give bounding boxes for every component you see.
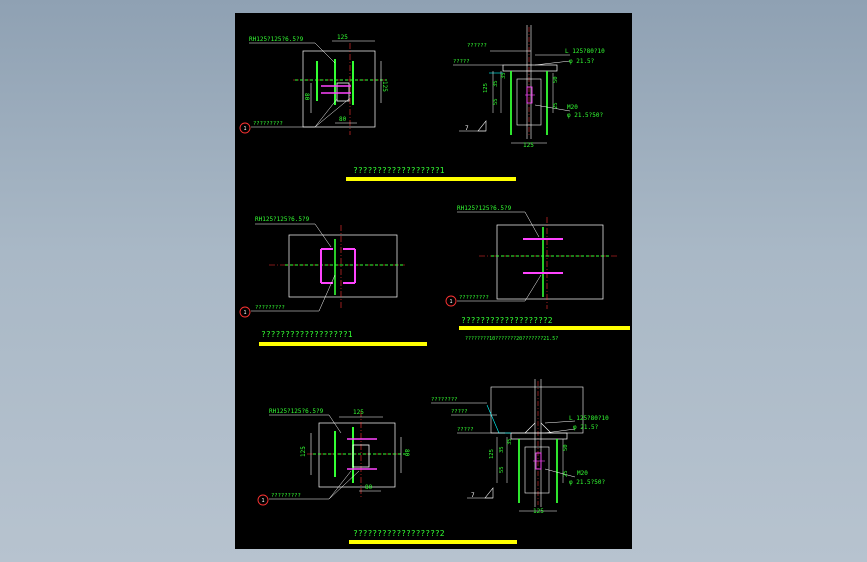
detail-4-callout-number: 1: [262, 498, 265, 504]
detail-1-dim-left: 80: [303, 93, 310, 101]
section-2-dim-d: 35: [507, 438, 513, 445]
detail-3-note: ????????10???????20???????21.5?: [465, 336, 558, 342]
section-1-dim-bottom: 125: [523, 142, 534, 149]
section-2-elevation: ???????? ????? ????? L 125?80?10 φ 21.5?…: [431, 379, 609, 515]
section-2-bolt-dia: φ 21.5?: [573, 424, 599, 431]
section-1-weld: 7: [465, 125, 469, 132]
detail-4-dim-bottom: 80: [365, 484, 373, 491]
section-2-label-3: ?????: [457, 427, 474, 433]
section-2-angle: L 125?80?10: [569, 415, 609, 422]
cad-drawing: RH125?125?6.5?9 125 125 80 80 1 ????????…: [239, 25, 630, 544]
section-2-bolt: M20: [577, 470, 588, 477]
section-2-dim-bottom: 125: [533, 508, 544, 515]
section-1-elevation: ?????? ????? L 125?80?10 φ 21.5? 125 55 …: [453, 25, 605, 149]
detail-1-title: ??????????????????1: [353, 166, 445, 175]
detail-1-dim-bottom: 80: [339, 116, 347, 123]
detail-3-member-label: RH125?125?6.5?9: [457, 205, 512, 212]
section-2-hole: φ 21.5?50?: [569, 479, 606, 486]
section-2-dim-a: 125: [489, 449, 495, 459]
detail-3-plan: RH125?125?6.5?9 1 ????????? ????????????…: [445, 205, 630, 342]
section-2-dim-c: 35: [499, 446, 505, 453]
detail-3-title: ??????????????????2: [461, 316, 553, 325]
section-1-dim-d: 35: [501, 72, 507, 79]
detail-2-callout-number: 1: [244, 310, 247, 316]
section-2-dim-e: 25: [563, 470, 569, 477]
detail-1-member-label: RH125?125?6.5?9: [249, 36, 304, 43]
detail-1-callout-text: ?????????: [253, 121, 283, 127]
section-2-weld: 7: [471, 492, 475, 499]
detail-4-title: ??????????????????2: [353, 529, 445, 538]
detail-4-member-label: RH125?125?6.5?9: [269, 408, 324, 415]
section-2-dim-f: 50: [563, 444, 569, 451]
section-2-label-2: ?????: [451, 409, 468, 415]
detail-3-callout-text: ?????????: [459, 295, 489, 301]
section-1-label-top: ??????: [467, 43, 487, 49]
detail-4-callout-text: ?????????: [271, 493, 301, 499]
detail-1-dim-right: 125: [381, 81, 388, 92]
detail-2-title: ??????????????????1: [261, 330, 353, 339]
detail-1-plan: RH125?125?6.5?9 125 125 80 80 1 ????????…: [239, 34, 516, 181]
detail-3-callout-number: 1: [450, 299, 453, 305]
drawing-sheet: RH125?125?6.5?9 125 125 80 80 1 ????????…: [235, 13, 632, 549]
detail-4-dim-right: 80: [403, 449, 410, 457]
section-1-dim-f: 50: [553, 76, 559, 83]
section-1-bolt: M20: [567, 104, 578, 111]
section-2-label-1: ????????: [431, 397, 458, 403]
section-1-hole: φ 21.5?50?: [567, 112, 604, 119]
detail-4-dim-left: 125: [300, 446, 307, 457]
section-1-label-left: ?????: [453, 59, 470, 65]
detail-4-plan: RH125?125?6.5?9 125 125 80 80 1 ????????…: [257, 408, 517, 544]
section-1-dim-a: 125: [483, 83, 489, 93]
detail-2-plan: RH125?125?6.5?9 1 ????????? ????????????…: [239, 216, 427, 346]
detail-1-callout-number: 1: [244, 126, 247, 132]
section-1-dim-e: 25: [553, 102, 559, 109]
section-1-dim-c: 35: [493, 80, 499, 87]
section-1-angle: L 125?80?10: [565, 48, 605, 55]
detail-1-dim-top: 125: [337, 34, 348, 41]
section-1-bolt-dia: φ 21.5?: [569, 58, 595, 65]
section-2-dim-b: 55: [499, 466, 505, 473]
section-1-dim-b: 55: [493, 98, 499, 105]
detail-4-dim-top: 125: [353, 409, 364, 416]
detail-2-member-label: RH125?125?6.5?9: [255, 216, 310, 223]
detail-2-callout-text: ?????????: [255, 305, 285, 311]
